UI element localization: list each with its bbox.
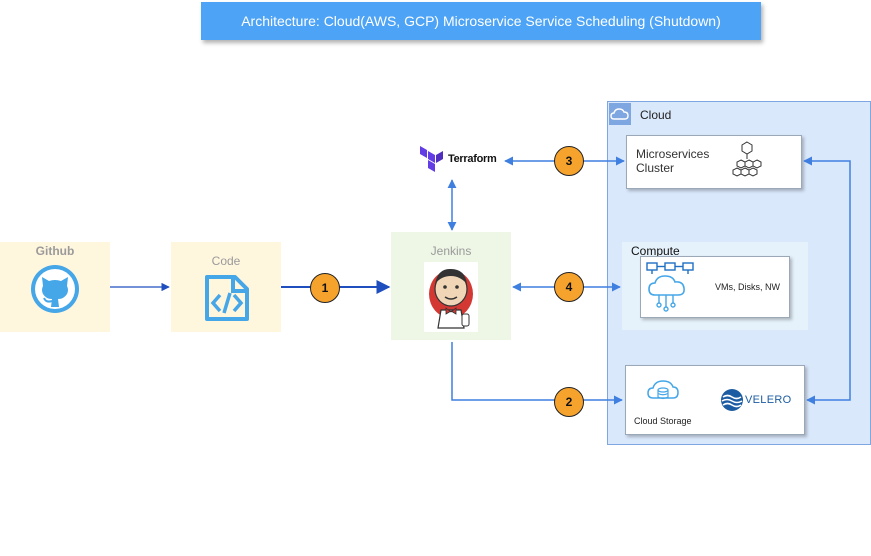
code-node: Code: [171, 242, 281, 332]
jenkins-node: Jenkins: [391, 232, 511, 340]
step-badge-1: 1: [310, 273, 340, 303]
step-badge-4: 4: [554, 272, 584, 302]
diagram-title: Architecture: Cloud(AWS, GCP) Microservi…: [241, 13, 721, 29]
compute-label: Compute: [631, 244, 680, 258]
terraform-node: Terraform: [420, 146, 504, 174]
cloud-storage-label: Cloud Storage: [634, 416, 692, 426]
code-file-icon: [205, 275, 249, 321]
edge-microservices-storage: [803, 156, 851, 405]
code-label: Code: [211, 254, 241, 268]
compute-node: VMs, Disks, NW: [640, 256, 790, 318]
compute-detail-label: VMs, Disks, NW: [715, 282, 780, 292]
velero-label: VELERO: [745, 394, 792, 406]
cloud-header: [609, 103, 631, 125]
github-node: Github: [0, 242, 110, 332]
step-badge-3: 3: [554, 146, 584, 176]
jenkins-label: Jenkins: [430, 244, 472, 258]
step-badge-3-label: 3: [565, 154, 573, 168]
cloud-storage-node: Cloud Storage VELERO: [625, 365, 805, 435]
jenkins-butler-icon: [424, 262, 478, 332]
velero-logo-icon: [721, 389, 743, 411]
cloud-icon: [610, 108, 629, 120]
github-octocat-icon: [31, 265, 79, 313]
cloud-label: Cloud: [640, 108, 672, 122]
terraform-label: Terraform: [448, 153, 497, 165]
step-badge-4-label: 4: [565, 280, 573, 294]
github-label: Github: [35, 244, 75, 258]
cloud-storage-icon: [647, 380, 679, 400]
step-badge-1-label: 1: [321, 281, 329, 295]
title-banner: Architecture: Cloud(AWS, GCP) Microservi…: [201, 2, 761, 40]
edge-jenkins-storage: [451, 342, 623, 405]
microservices-cluster-node: Microservices Cluster: [626, 135, 802, 189]
cluster-cubes-icon: [732, 141, 762, 177]
compute-network-icon: [646, 262, 694, 312]
microservices-label-line2: Cluster: [636, 161, 675, 175]
step-badge-2-label: 2: [565, 395, 573, 409]
microservices-label-line1: Microservices: [636, 147, 710, 161]
step-badge-2: 2: [554, 387, 584, 417]
terraform-logo-icon: [420, 146, 443, 172]
